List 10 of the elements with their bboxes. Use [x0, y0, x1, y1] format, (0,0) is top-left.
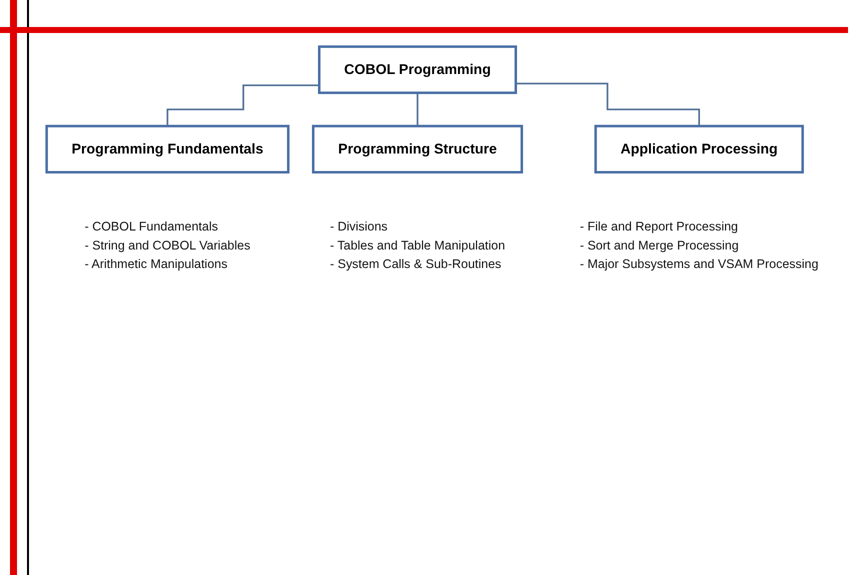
bullet-list: - Divisions - Tables and Table Manipulation - System Calls & Sub-Routines [330, 220, 506, 272]
connector-line [416, 92, 418, 127]
connector-line [166, 84, 320, 127]
title-box: Programming Structure [312, 124, 524, 174]
bullet-list: - File and Report Processing - Sort and Merge Processing - Major Subsystems and VSAM Processing [580, 220, 818, 272]
bullet-list: - COBOL Fundamentals - String and COBOL Variables - Arithmetic Manipulations [84, 220, 250, 272]
title-box: Application Processing [594, 124, 804, 174]
connector-line [516, 82, 700, 127]
title-box: Programming Fundamentals [45, 124, 290, 174]
title-box: COBOL Programming [318, 45, 518, 94]
